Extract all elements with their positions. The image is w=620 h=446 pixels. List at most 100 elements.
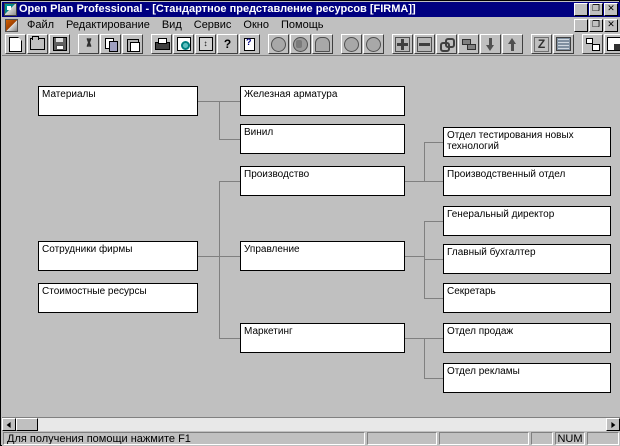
spreadsheet-button[interactable] xyxy=(553,34,574,54)
diagram-node[interactable]: Главный бухгалтер xyxy=(443,244,611,274)
resource-person-button[interactable] xyxy=(290,34,311,54)
node-shadow xyxy=(244,153,405,154)
menu-item-edit[interactable]: Редактирование xyxy=(66,19,150,31)
window-title: Open Plan Professional - [Стандартное пр… xyxy=(19,3,416,15)
connector-segment xyxy=(198,101,219,102)
horizontal-scrollbar[interactable] xyxy=(2,417,620,431)
toolbar: ↕ ? Z xyxy=(2,33,620,56)
node-label: Маркетинг xyxy=(244,326,293,337)
copy-button[interactable] xyxy=(100,34,121,54)
diagram-node[interactable]: Отдел продаж xyxy=(443,323,611,353)
mdi-restore-button[interactable]: ❐ xyxy=(589,18,603,32)
fit-window-button[interactable] xyxy=(604,34,620,54)
print-preview-button[interactable] xyxy=(173,34,194,54)
mdi-close-button[interactable]: ✕ xyxy=(604,18,618,32)
restore-button[interactable]: ❐ xyxy=(589,3,603,16)
circle-icon xyxy=(366,36,381,52)
minimize-button[interactable]: _ xyxy=(574,3,588,17)
connector-trunk xyxy=(424,338,425,378)
diagram-node[interactable]: Производство xyxy=(240,166,405,196)
diagram-node[interactable]: Производственный отдел xyxy=(443,166,611,196)
menu-item-tools[interactable]: Сервис xyxy=(193,19,232,31)
diagram-node[interactable]: Отдел тестирования новых технологий xyxy=(443,127,611,157)
node-shadow xyxy=(447,195,611,196)
node-shadow xyxy=(610,287,611,313)
cut-button[interactable] xyxy=(78,34,99,54)
move-up-button[interactable] xyxy=(502,34,523,54)
document-icon[interactable] xyxy=(5,18,18,32)
mdi-minimize-button[interactable]: _ xyxy=(574,18,588,32)
node-label: Производственный отдел xyxy=(447,169,566,180)
sort-button[interactable]: ↕ xyxy=(195,34,216,54)
tree-layout-button[interactable] xyxy=(582,34,603,54)
connector-segment xyxy=(219,139,240,140)
connector-segment xyxy=(424,338,443,339)
node-label: Винил xyxy=(244,127,274,138)
node-shadow xyxy=(197,90,198,116)
diagram-node[interactable]: Стоимостные ресурсы xyxy=(38,283,198,313)
diagram-node[interactable]: Железная арматура xyxy=(240,86,405,116)
resource-filled2-button[interactable] xyxy=(363,34,384,54)
node-shadow xyxy=(244,352,405,353)
new-button[interactable] xyxy=(5,34,26,54)
node-shadow xyxy=(42,115,198,116)
zigzag-icon: Z xyxy=(534,36,549,52)
menu-item-help[interactable]: Помощь xyxy=(280,19,324,31)
arrow-up-icon xyxy=(507,37,518,51)
diagram-node[interactable]: Маркетинг xyxy=(240,323,405,353)
link-button[interactable] xyxy=(436,34,457,54)
close-button[interactable]: ✕ xyxy=(604,3,618,16)
add-button[interactable] xyxy=(392,34,413,54)
resource-round-button[interactable] xyxy=(268,34,289,54)
about-button[interactable]: ? xyxy=(217,34,238,54)
close-icon: ✕ xyxy=(607,18,615,29)
diagram-node[interactable]: Генеральный директор xyxy=(443,206,611,236)
print-button[interactable] xyxy=(151,34,172,54)
status-message: Для получения помощи нажмите F1 xyxy=(3,432,365,445)
open-button[interactable] xyxy=(27,34,48,54)
dome-icon xyxy=(315,36,330,52)
close-icon: ✕ xyxy=(607,3,615,13)
menu-item-window[interactable]: Окно xyxy=(243,19,269,31)
menu-item-view[interactable]: Вид xyxy=(161,19,182,31)
scroll-track[interactable] xyxy=(16,418,606,431)
move-down-button[interactable] xyxy=(480,34,501,54)
connector-segment xyxy=(219,338,240,339)
node-shadow xyxy=(244,115,405,116)
scroll-left-button[interactable] xyxy=(2,418,16,431)
diagram-node[interactable]: Сотрудники фирмы xyxy=(38,241,198,271)
resource-dome-button[interactable] xyxy=(312,34,333,54)
floppy-disk-icon xyxy=(52,37,67,51)
diagram-node[interactable]: Материалы xyxy=(38,86,198,116)
plus-icon xyxy=(395,36,410,52)
node-label: Секретарь xyxy=(447,286,496,297)
promote-demote-button[interactable] xyxy=(458,34,479,54)
resource-filled-button[interactable] xyxy=(341,34,362,54)
diagram-node[interactable]: Управление xyxy=(240,241,405,271)
scissors-icon xyxy=(83,38,95,50)
connector-segment xyxy=(219,101,240,102)
diagram-node[interactable]: Секретарь xyxy=(443,283,611,313)
save-button[interactable] xyxy=(49,34,70,54)
context-help-button[interactable] xyxy=(239,34,260,54)
node-label: Материалы xyxy=(42,89,96,100)
node-shadow xyxy=(404,327,405,353)
node-shadow xyxy=(610,131,611,157)
node-shadow xyxy=(610,327,611,353)
remove-button[interactable] xyxy=(414,34,435,54)
diagram-node[interactable]: Отдел рекламы xyxy=(443,363,611,393)
scroll-right-button[interactable] xyxy=(606,418,620,431)
diagram-node[interactable]: Винил xyxy=(240,124,405,154)
scroll-thumb[interactable] xyxy=(16,418,38,431)
node-shadow xyxy=(404,128,405,154)
paste-button[interactable] xyxy=(122,34,143,54)
node-shadow xyxy=(404,90,405,116)
copy-pages-icon xyxy=(104,38,118,52)
connector-segment xyxy=(424,221,443,222)
mdi-window-controls: _ ❐ ✕ xyxy=(574,18,618,32)
zigzag-button[interactable]: Z xyxy=(531,34,552,54)
menu-item-file[interactable]: Файл xyxy=(27,19,55,31)
